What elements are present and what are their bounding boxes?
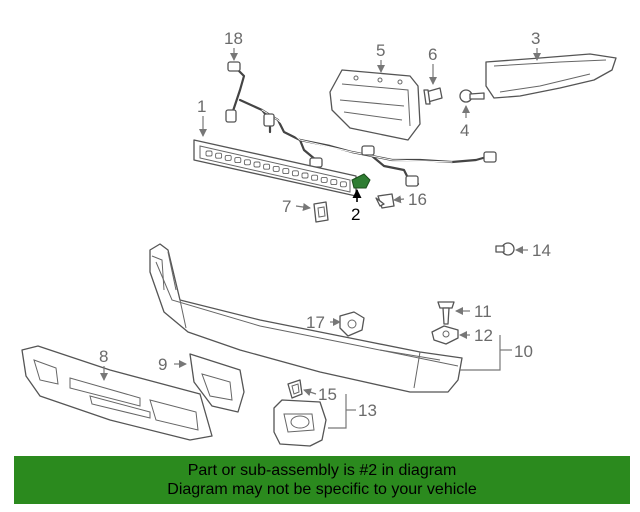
part-15-clip <box>287 379 303 399</box>
callout-1: 1 <box>197 97 206 116</box>
callout-7: 7 <box>282 197 291 216</box>
part-13-fog-lamp-bezel <box>273 399 327 447</box>
step-pad-rib <box>311 174 319 181</box>
callout-labels: 18 5 6 3 4 1 2 7 16 14 11 12 10 17 8 9 1… <box>99 29 551 420</box>
callout-5: 5 <box>376 41 385 60</box>
step-pad-rib <box>272 165 280 172</box>
banner-line-disclaimer: Diagram may not be specific to your vehi… <box>167 481 477 498</box>
banner-line-part: Part or sub-assembly is #2 in diagram <box>187 462 457 479</box>
step-pad-rib <box>224 154 232 161</box>
callout-3: 3 <box>531 29 540 48</box>
step-pad-rib <box>215 152 223 159</box>
part-4-bolt <box>459 89 485 103</box>
step-pad-rib <box>320 176 328 183</box>
leader-lines <box>100 48 541 429</box>
callout-10: 10 <box>514 342 533 361</box>
step-pad-rib <box>339 181 347 188</box>
part-10-bumper-face-bar <box>149 243 463 393</box>
part-12-bracket <box>431 325 459 345</box>
part-2-clip <box>351 173 371 189</box>
part-8-lower-grille <box>21 345 213 441</box>
part-14-bolt <box>495 242 515 256</box>
part-16-sensor <box>375 193 395 209</box>
callout-13: 13 <box>358 401 377 420</box>
callout-14: 14 <box>532 241 551 260</box>
step-pad-rib <box>330 179 338 186</box>
step-pad-rib <box>301 172 309 179</box>
step-pad-ribs <box>205 150 347 188</box>
part-1-step-pad <box>193 139 357 197</box>
callout-8: 8 <box>99 347 108 366</box>
callout-17: 17 <box>306 313 325 332</box>
callout-18: 18 <box>224 29 243 48</box>
step-pad-rib <box>205 150 213 157</box>
callout-4: 4 <box>460 121 469 140</box>
callout-12: 12 <box>474 326 493 345</box>
parts-diagram: 18 5 6 3 4 1 2 7 16 14 11 12 10 17 8 9 1… <box>21 29 617 447</box>
wiring-harness <box>225 61 497 187</box>
part-5-bracket-housing <box>329 69 421 141</box>
callout-6: 6 <box>428 45 437 64</box>
step-pad-rib <box>243 159 251 166</box>
callout-2: 2 <box>351 205 360 224</box>
part-17-sensor <box>339 311 365 337</box>
callout-15: 15 <box>318 385 337 404</box>
callout-16: 16 <box>408 190 427 209</box>
step-pad-rib <box>263 163 271 170</box>
step-pad-rib <box>253 161 261 168</box>
callout-11: 11 <box>474 302 492 321</box>
info-banner: Part or sub-assembly is #2 in diagram Di… <box>14 456 630 504</box>
part-9-fog-bezel <box>189 353 245 413</box>
part-11-bolt <box>437 301 455 325</box>
step-pad-rib <box>282 168 290 175</box>
part-3-end-bracket <box>485 53 617 99</box>
step-pad-rib <box>291 170 299 177</box>
part-6-push-pin <box>423 87 443 105</box>
step-pad-rib <box>234 157 242 164</box>
callout-9: 9 <box>158 355 167 374</box>
part-7-retainer <box>313 201 329 223</box>
